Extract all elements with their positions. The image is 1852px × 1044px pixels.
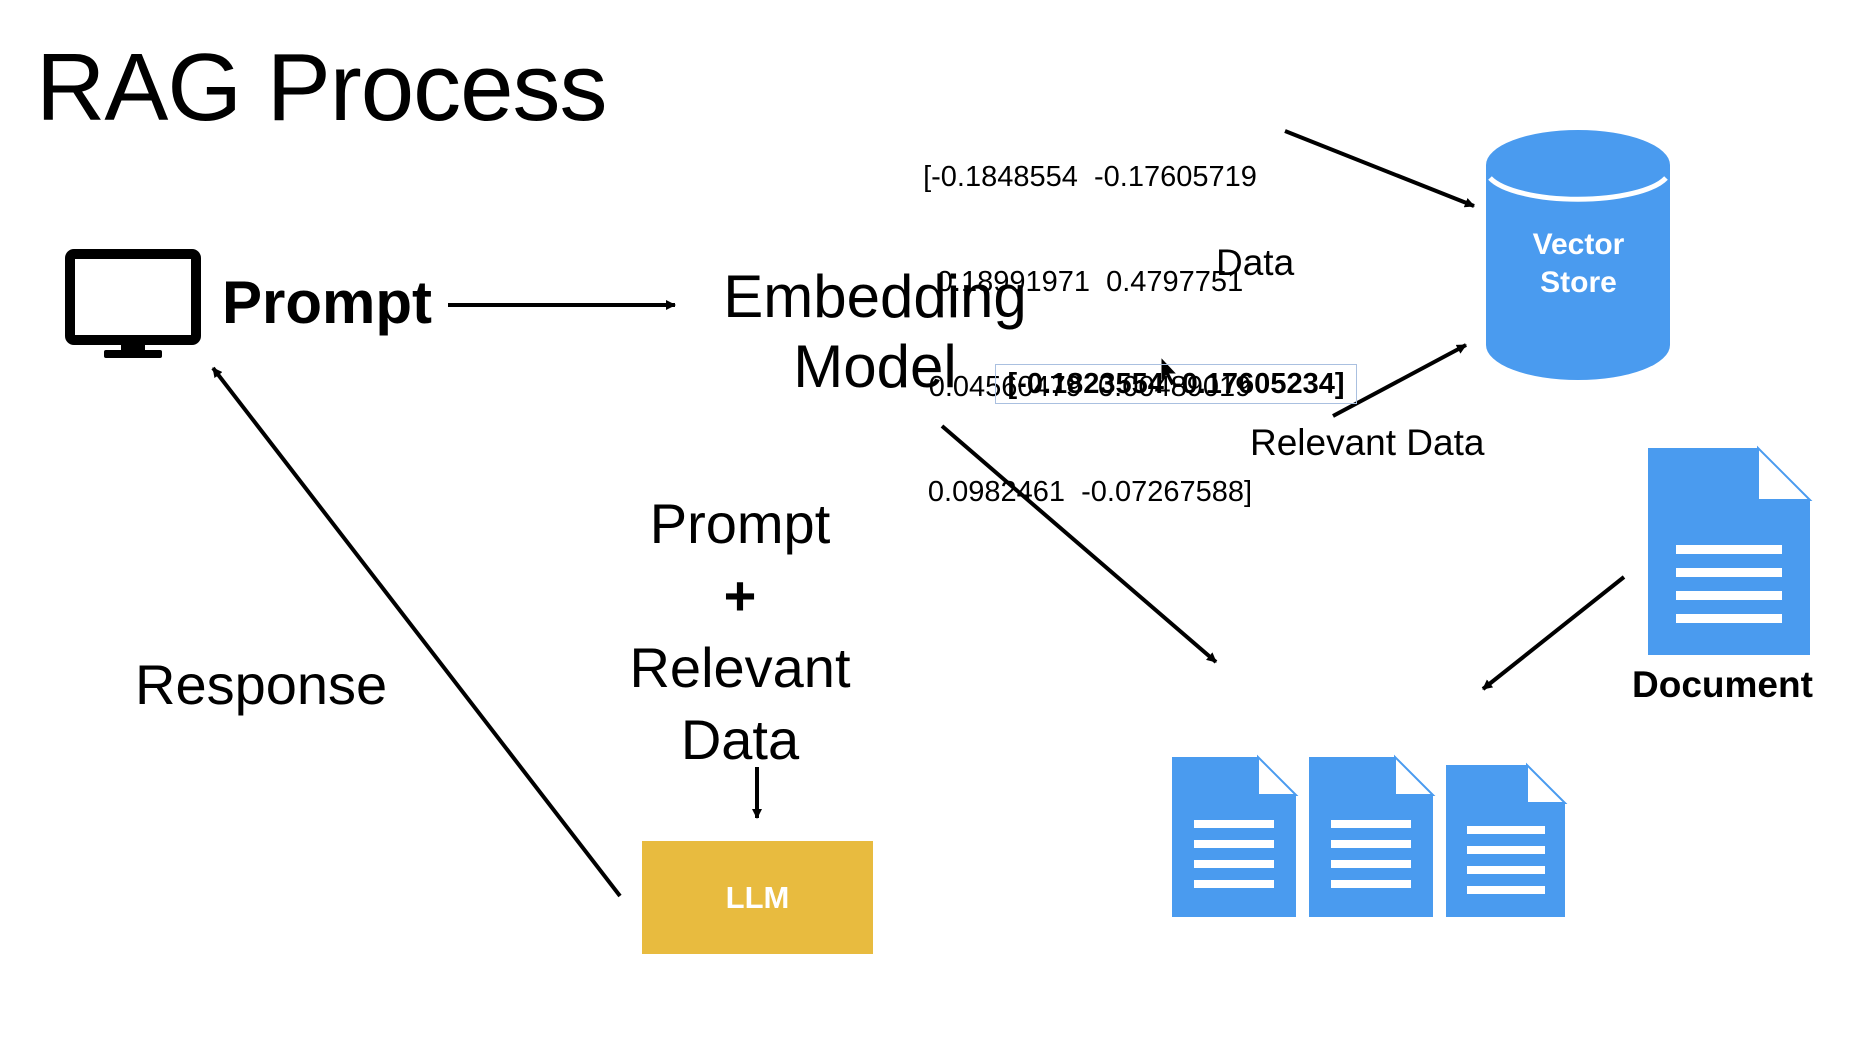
prompt-label: Prompt (222, 269, 432, 336)
data-vector-row: 0.0982461 -0.07267588] (927, 476, 1253, 508)
data-vector-row: 0.18991971 0.4797751 (936, 266, 1244, 298)
combined-line2: + (723, 564, 757, 627)
document-icon (1648, 445, 1813, 655)
llm-box: LLM (642, 841, 873, 954)
document-chunk-icon (1172, 754, 1299, 917)
arrow-embedding-to-chunks (940, 424, 1218, 664)
response-label: Response (135, 653, 388, 716)
relevant-data-label: Relevant Data (1250, 422, 1485, 463)
arrow-document-to-chunks (1481, 575, 1626, 691)
vector-store-line2: Store (1540, 266, 1617, 299)
document-chunk-icon (1309, 754, 1436, 917)
vector-store-line1: Vector (1532, 228, 1625, 261)
database-cylinder-icon (1486, 130, 1670, 380)
data-vector-block: [-0.1848554 -0.17605719 0.18991971 0.479… (910, 90, 1270, 545)
combined-line3: Relevant (629, 636, 851, 699)
document-chunk-icon (1446, 762, 1568, 917)
document-label: Document (1632, 664, 1813, 705)
arrow-query-to-vector-store (1332, 343, 1467, 418)
embedding-model-label: Embedding Model (690, 262, 1060, 402)
combined-input-label: Prompt + Relevant Data (600, 488, 880, 776)
combined-line1: Prompt (649, 492, 831, 555)
data-label: Data (1216, 242, 1295, 283)
monitor-icon (65, 249, 201, 358)
llm-label: LLM (725, 879, 790, 915)
query-vector-textbox[interactable]: [-0.1823554 -0.17605234] (995, 364, 1357, 404)
embedding-model-line1: Embedding (723, 263, 1027, 330)
arrow-data-to-vector-store (1284, 129, 1475, 208)
data-vector-row: 0.04560479 0.00489019 (928, 371, 1252, 403)
combined-line4: Data (680, 708, 800, 771)
data-vector-row: [-0.1848554 -0.17605719 (923, 161, 1257, 193)
vector-store-label: Vector Store (1486, 226, 1671, 302)
arrow-llm-to-prompt (211, 366, 622, 898)
page-title: RAG Process (36, 34, 607, 141)
embedding-model-line2: Model (793, 333, 957, 400)
